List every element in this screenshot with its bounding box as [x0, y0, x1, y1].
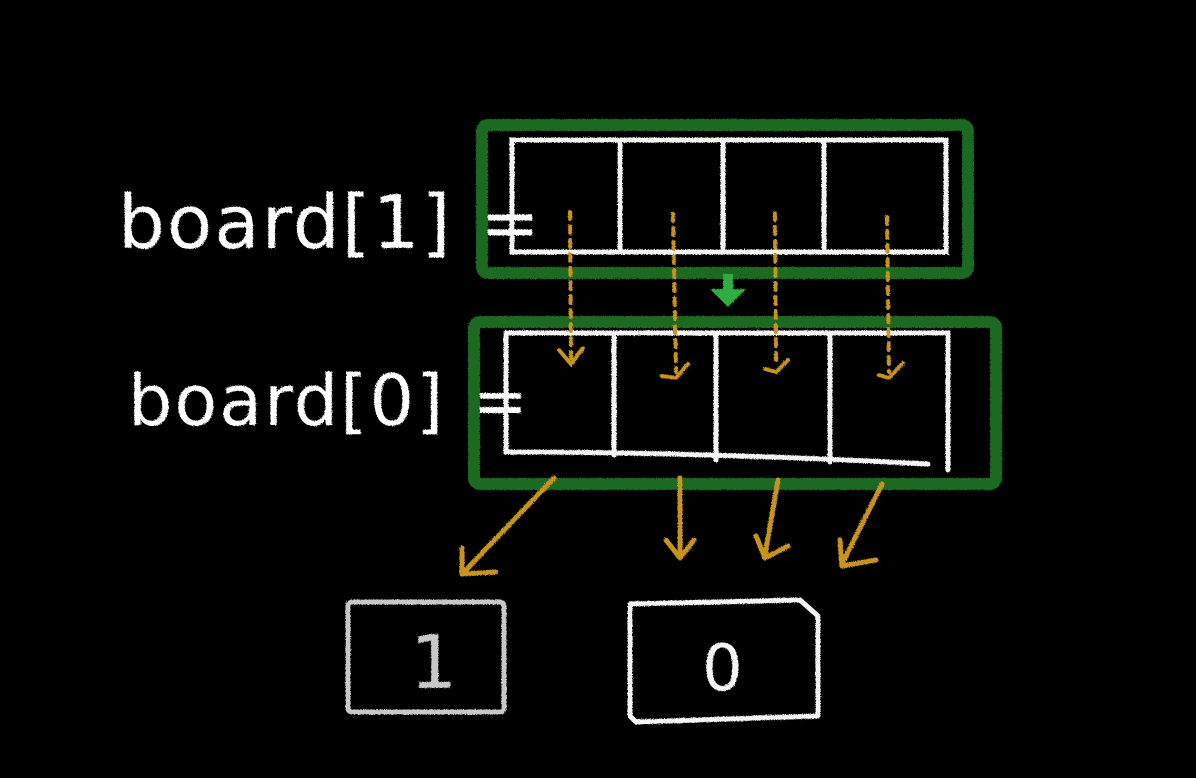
board-0-array [503, 330, 951, 473]
output-box-right-outline [627, 597, 821, 725]
green-arrow-shaft [723, 274, 733, 290]
dotted-arrow-1-head [557, 346, 585, 368]
solid-arrow-left-shaft [459, 475, 557, 577]
board-1-highlight-frame [476, 119, 974, 279]
solid-arrow-right-head [837, 537, 879, 569]
solid-arrows [459, 475, 885, 577]
dotted-arrow-1-shaft [568, 210, 573, 360]
board-1-array [509, 137, 949, 255]
row-label-board-0: board[0] = [128, 360, 530, 442]
green-arrow-head [710, 289, 746, 307]
output-box-left: 1 [345, 599, 507, 715]
dotted-arrow-3-shaft [773, 211, 778, 368]
board-1-outline [509, 137, 949, 255]
dotted-arrows [568, 210, 891, 374]
dotted-arrow-4-head [877, 361, 905, 381]
solid-arrow-mid2-head [753, 533, 791, 561]
dotted-arrow-4-shaft [885, 215, 891, 374]
output-box-left-outline [345, 599, 507, 715]
board-0-outline [503, 330, 951, 473]
output-left-value: 1 [410, 620, 457, 706]
solid-arrow-mid2-shaft [762, 477, 781, 558]
dotted-arrow-2-shaft [671, 212, 678, 374]
output-right-value: 0 [702, 632, 743, 706]
dotted-arrow-heads [557, 346, 905, 381]
dotted-arrow-2-head [660, 362, 690, 381]
solid-arrow-right-shaft [839, 481, 885, 567]
dotted-arrow-3-head [763, 358, 790, 375]
output-box-right: 0 [627, 597, 821, 725]
solid-arrow-left-head [459, 545, 499, 577]
solid-arrow-mid1-head [663, 537, 697, 561]
board-0-highlight-frame [468, 316, 1002, 490]
row-label-board-1: board[1] = [118, 180, 542, 266]
green-shift-arrow [710, 274, 746, 307]
